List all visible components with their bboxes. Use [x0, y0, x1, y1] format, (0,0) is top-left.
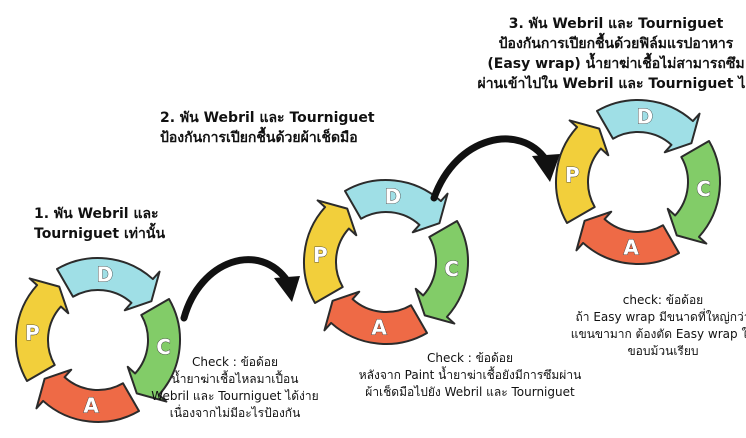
pdca-label-a: A: [83, 394, 99, 418]
pdca-label-p: P: [25, 321, 40, 345]
pdca-arrow-c: [414, 220, 469, 325]
pdca-label-c: C: [696, 177, 711, 201]
pdca-arrow-a: [575, 210, 680, 265]
pdca-label-d: D: [97, 262, 114, 286]
pdca-arrow-c: [666, 140, 721, 245]
step-3-title: 3. พัน Webril และ Tourniguet ป้องกันการเ…: [477, 16, 746, 92]
pdca-arrow-d: [344, 179, 449, 234]
pdca-arrow-d: [596, 99, 701, 154]
pdca-label-p: P: [313, 243, 328, 267]
pdca-arrow-d: [56, 257, 161, 312]
pdca-arrow-p: [15, 277, 70, 382]
connector-arrow-1-2: [180, 256, 300, 322]
pdca-cycle-1: P D C A: [15, 257, 181, 423]
connector-arrow-2-3: [430, 135, 560, 202]
pdca-label-c: C: [156, 335, 171, 359]
pdca-arrow-a: [35, 368, 140, 423]
pdca-label-d: D: [385, 184, 402, 208]
step-1-title: 1. พัน Webril และ Tourniguet เท่านั้น: [34, 206, 166, 242]
pdca-cycle-2: P D C A: [303, 179, 469, 345]
pdca-arrow-a: [323, 290, 428, 345]
pdca-arrow-p: [303, 199, 358, 304]
step-2-note: Check : ข้อด้อย หลังจาก Paint น้ำยาฆ่าเช…: [358, 351, 582, 399]
pdca-label-a: A: [623, 236, 639, 260]
pdca-label-d: D: [637, 104, 654, 128]
pdca-label-a: A: [371, 316, 387, 340]
step-2-title: 2. พัน Webril และ Tourniguet ป้องกันการเ…: [160, 110, 375, 146]
step-1-note: Check : ข้อด้อย น้ำยาฆ่าเชื้อไหลมาเปื้อน…: [151, 355, 319, 420]
pdca-arrow-c: [126, 298, 181, 403]
pdca-label-c: C: [444, 257, 459, 281]
